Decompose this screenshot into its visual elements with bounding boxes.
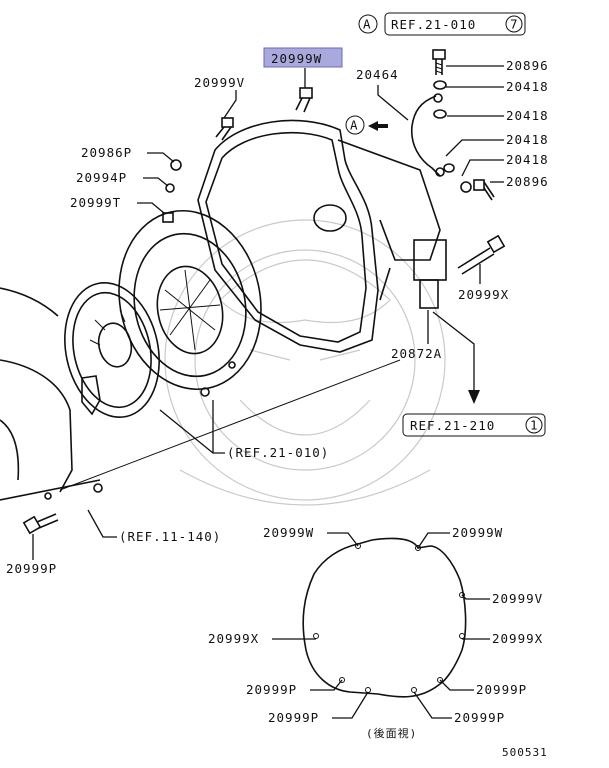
ref-21-010-top[interactable]: A REF.21-010 7 xyxy=(358,12,526,36)
engine-outline-line xyxy=(59,359,401,491)
label-rear-20999P-1[interactable]: 20999P xyxy=(246,682,297,697)
label-20986P[interactable]: 20986P xyxy=(81,145,132,160)
label-rear-20999X-left[interactable]: 20999X xyxy=(208,631,259,646)
bolt-20896-b xyxy=(473,179,495,201)
diagram-code: 500531 xyxy=(502,746,548,759)
label-20418-b[interactable]: 20418 xyxy=(506,108,549,123)
label-20418-c[interactable]: 20418 xyxy=(506,132,549,147)
label-20418-d[interactable]: 20418 xyxy=(506,152,549,167)
marker-a-top: A xyxy=(363,17,372,32)
washer-20418-b xyxy=(433,109,447,119)
bolt-20999P-left xyxy=(22,513,59,535)
marker-a: A xyxy=(350,118,359,133)
bolt-20999W xyxy=(295,87,313,113)
marker-a-arrow: A xyxy=(345,115,388,135)
rear-view-outline xyxy=(302,537,467,698)
ref-2110-num: 1 xyxy=(530,418,539,433)
part-20999W-highlight[interactable]: 20999W xyxy=(263,47,343,88)
label-20896-a[interactable]: 20896 xyxy=(506,58,549,73)
engine-block xyxy=(0,287,103,501)
label-20896-b[interactable]: 20896 xyxy=(506,174,549,189)
label-rear-20999W-left[interactable]: 20999W xyxy=(263,525,314,540)
bolt-20999X xyxy=(457,234,506,275)
ref-top-text: REF.21-010 xyxy=(391,17,476,32)
label-ref-21-010-mid[interactable]: (REF.21-010) xyxy=(227,445,329,460)
plug-20994P xyxy=(165,183,175,193)
pipe-20464 xyxy=(410,93,445,177)
ref-2110-text: REF.21-210 xyxy=(410,418,495,433)
release-fork-20872A xyxy=(413,239,447,309)
clutch-housing xyxy=(197,119,441,353)
bolt-20896-a xyxy=(432,49,446,75)
bolt-20999V xyxy=(215,117,234,141)
label-20999V-top[interactable]: 20999V xyxy=(194,75,245,90)
label-rear-20999W-right[interactable]: 20999W xyxy=(452,525,503,540)
plug-20986P xyxy=(170,159,182,171)
label-rear-20999P-4[interactable]: 20999P xyxy=(454,710,505,725)
label-ref-11-140[interactable]: (REF.11-140) xyxy=(119,529,221,544)
label-20994P[interactable]: 20994P xyxy=(76,170,127,185)
label-20999T[interactable]: 20999T xyxy=(70,195,121,210)
label-20999W-top: 20999W xyxy=(271,51,322,66)
clutch-cover xyxy=(118,209,262,397)
label-20418-a[interactable]: 20418 xyxy=(506,79,549,94)
washer-20418-d xyxy=(460,181,472,193)
label-20464[interactable]: 20464 xyxy=(356,67,399,82)
ref-21-210[interactable]: REF.21-210 1 xyxy=(402,413,546,437)
label-rear-20999P-2[interactable]: 20999P xyxy=(476,682,527,697)
clutch-disc xyxy=(64,282,160,418)
arrow-down xyxy=(468,390,480,404)
label-rear-20999P-3[interactable]: 20999P xyxy=(268,710,319,725)
label-20872A[interactable]: 20872A xyxy=(391,346,442,361)
washer-20418-a xyxy=(433,80,447,90)
ref-top-num: 7 xyxy=(510,17,519,32)
washer-20418-c xyxy=(443,163,455,173)
label-rear-20999X-right[interactable]: 20999X xyxy=(492,631,543,646)
label-rear-20999V[interactable]: 20999V xyxy=(492,591,543,606)
label-rear-view: (後面視) xyxy=(366,726,417,740)
watermark-logo xyxy=(164,219,446,506)
label-20999P-left[interactable]: 20999P xyxy=(6,561,57,576)
label-20999X-right[interactable]: 20999X xyxy=(458,287,509,302)
